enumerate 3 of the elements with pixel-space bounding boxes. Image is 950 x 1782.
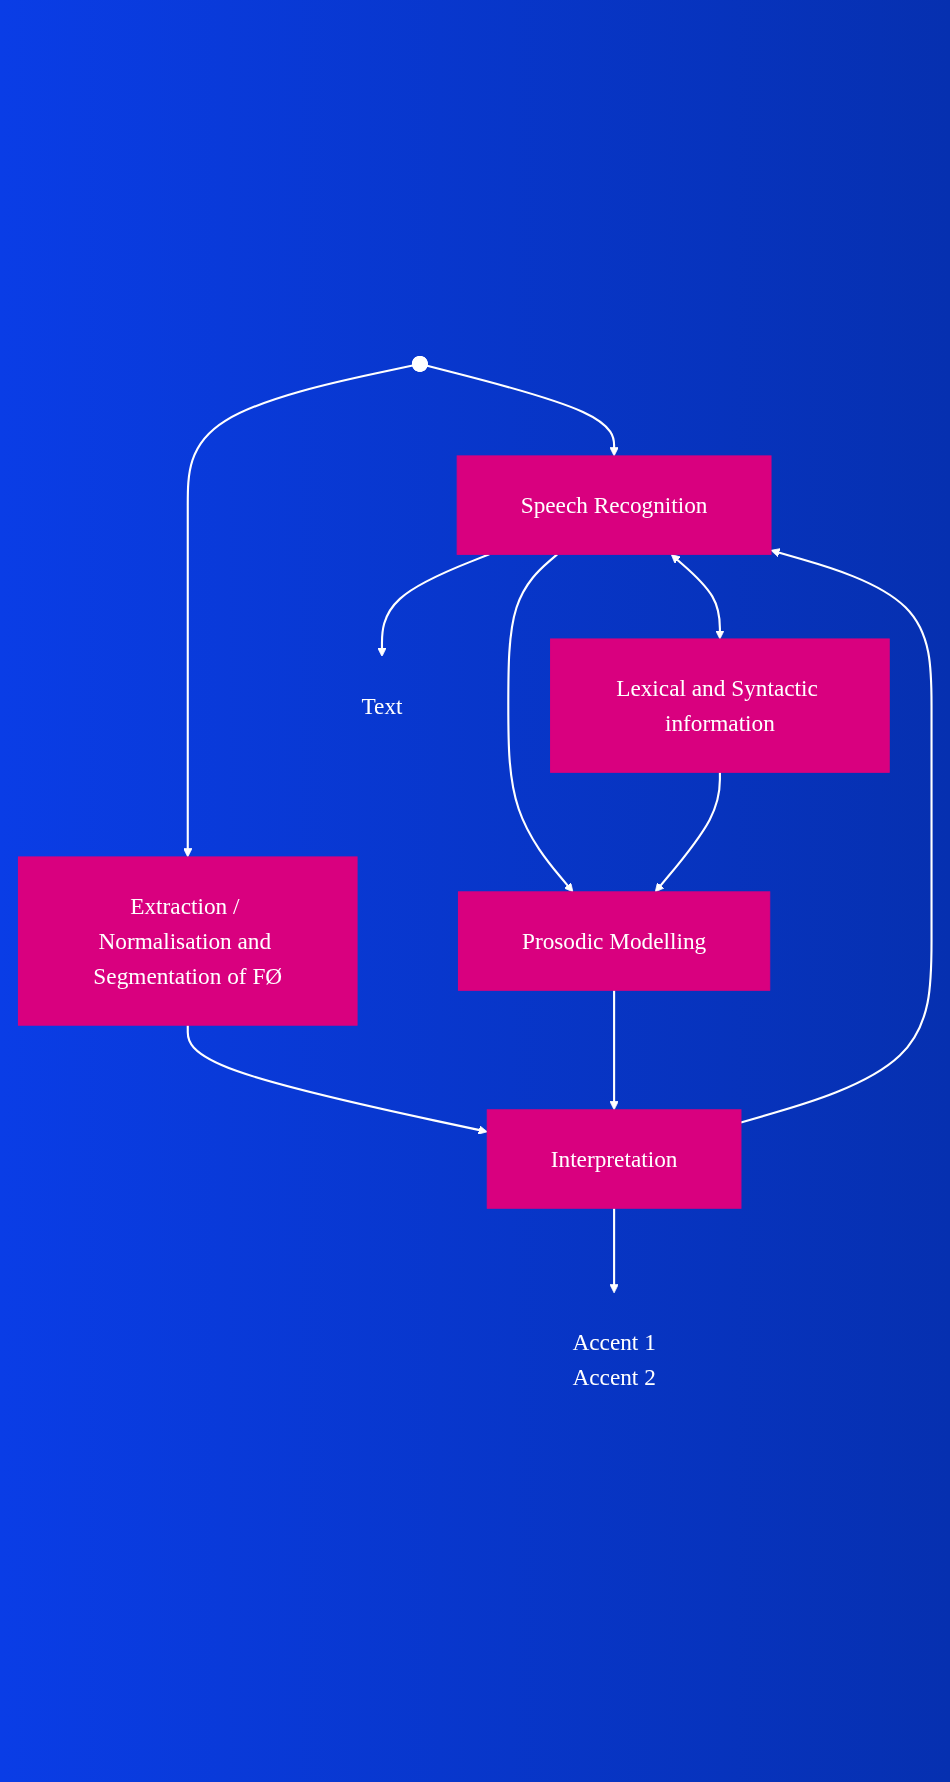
flowchart: Speech Recognition Extraction / Normalisation and Segmentation of FØ Lexical and Syntactic information Prosodic Modelling Interpretation Text Accent 1 Accent 2 <box>10 347 940 1435</box>
node-text: Text <box>361 692 403 719</box>
node-text: Accent 1 Accent 2 <box>572 1328 656 1390</box>
